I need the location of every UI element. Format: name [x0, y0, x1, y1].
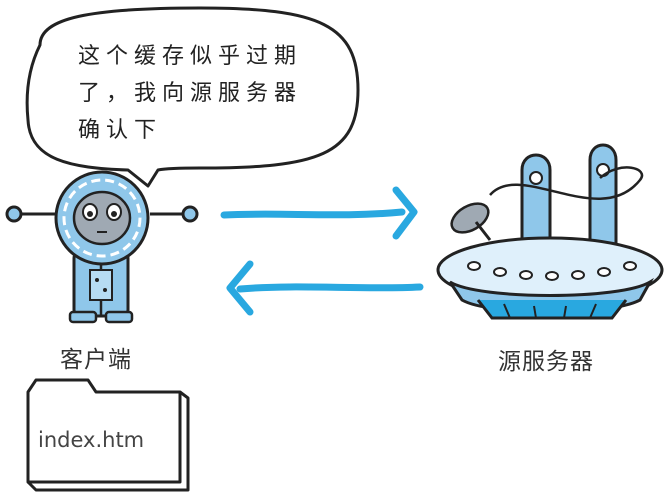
client-label: 客户端	[60, 347, 132, 373]
origin-server-label: 源服务器	[498, 349, 594, 375]
response-arrow	[226, 260, 424, 316]
client-robot-icon	[5, 170, 199, 324]
file-document-icon	[26, 378, 190, 492]
speech-bubble-text: 这个缓存似乎过期 了，我向源服务器 确认下	[78, 44, 303, 143]
file-name: index.htm	[38, 428, 145, 452]
request-arrow	[220, 186, 418, 240]
speech-bubble	[25, 6, 360, 188]
origin-server-icon	[436, 143, 664, 320]
